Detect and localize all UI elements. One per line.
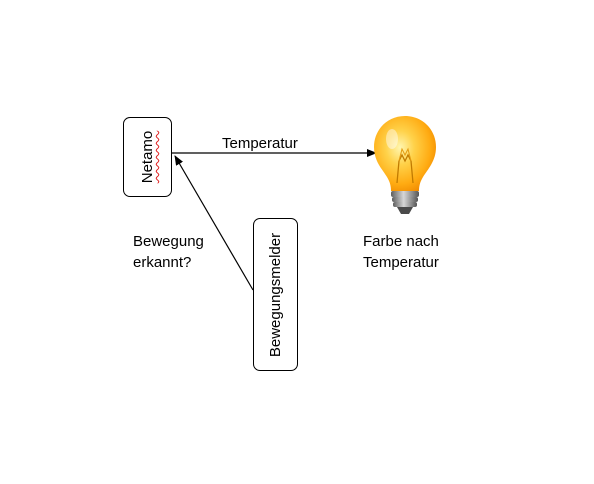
motion-question-line-1: Bewegung (133, 233, 204, 250)
motion-sensor-label: Bewegungsmelder (266, 232, 284, 357)
netamo-node[interactable]: Netamo (123, 117, 172, 197)
temperature-edge-label: Temperatur (222, 135, 298, 152)
bulb-base-ring-1 (391, 191, 419, 197)
bulb-caption-line-1: Farbe nach (363, 233, 439, 250)
bulb-glass (374, 116, 436, 191)
bulb-highlight (386, 129, 398, 149)
motion-sensor-node[interactable]: Bewegungsmelder (253, 218, 298, 371)
bulb-base-tip (397, 207, 413, 214)
bulb-caption: Farbe nach Temperatur (363, 231, 439, 273)
bulb-base-ring-3 (393, 202, 417, 207)
light-bulb-icon (374, 116, 436, 214)
motion-question-line-2: erkannt? (133, 254, 192, 271)
motion-question-label: Bewegung erkannt? (133, 231, 204, 273)
motion-arrow (174, 155, 254, 291)
bulb-caption-line-2: Temperatur (363, 254, 439, 271)
netamo-label: Netamo (138, 130, 156, 184)
bulb-filament-top (398, 147, 412, 162)
bulb-base-ring-2 (392, 197, 418, 202)
